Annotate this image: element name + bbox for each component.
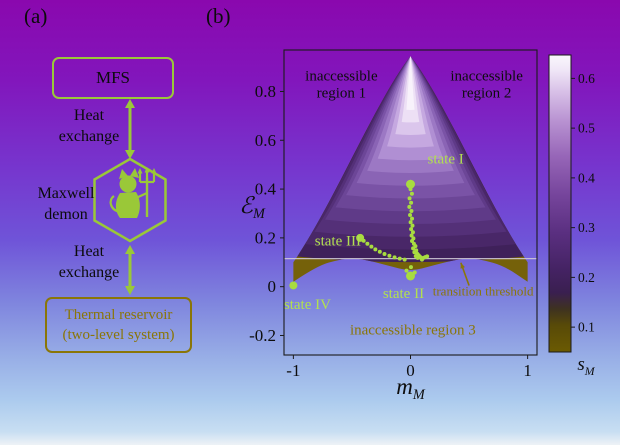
- threshold-arrow: [460, 262, 470, 286]
- maxwell-demon-label: Maxwell demon: [37, 185, 95, 223]
- svg-text:0.8: 0.8: [255, 82, 276, 101]
- series-relaxation-trajectory: [407, 187, 430, 262]
- svg-text:1: 1: [523, 361, 532, 380]
- heat-arrow-top: [125, 99, 135, 159]
- series-state-iv: [289, 281, 298, 290]
- panel-b-label: (b): [206, 4, 231, 28]
- svg-text:0.5: 0.5: [578, 121, 595, 136]
- colorbar-label: sM: [577, 354, 595, 378]
- svg-text:0.4: 0.4: [578, 170, 595, 185]
- series-state-iii-trail: [361, 238, 407, 262]
- series-state-i: [406, 179, 415, 189]
- svg-text:0.6: 0.6: [578, 71, 595, 86]
- colorbar: [548, 54, 572, 353]
- x-axis-label: mM: [396, 374, 426, 403]
- axis-ticks: -1 0 1 -0.2 0 0.2 0.4 0.6 0.8: [249, 82, 532, 380]
- reservoir-label-line1: Thermal reservoir: [64, 306, 173, 323]
- panel-a-label: (a): [24, 4, 48, 28]
- svg-text:region 1: region 1: [317, 86, 367, 102]
- svg-text:state III: state III: [315, 233, 361, 249]
- svg-text:-0.2: -0.2: [249, 326, 276, 345]
- svg-text:0: 0: [406, 361, 415, 380]
- svg-text:-1: -1: [286, 361, 300, 380]
- svg-text:0.1: 0.1: [578, 320, 595, 335]
- svg-text:0.6: 0.6: [255, 131, 276, 150]
- colorbar-ticks: 0.1 0.2 0.3 0.4 0.5 0.6: [571, 71, 595, 335]
- svg-text:inaccessible region 3: inaccessible region 3: [350, 322, 476, 338]
- svg-text:inaccessible: inaccessible: [450, 69, 523, 85]
- svg-text:inaccessible: inaccessible: [305, 69, 378, 85]
- svg-text:0.2: 0.2: [255, 228, 276, 247]
- series-state-ii: [406, 271, 415, 281]
- svg-text:0: 0: [268, 277, 277, 296]
- demon-hexagon: [93, 157, 167, 243]
- svg-text:state II: state II: [383, 286, 424, 302]
- svg-text:transition threshold: transition threshold: [433, 283, 534, 298]
- maxwell-demon-icon: [109, 167, 157, 218]
- svg-text:0.4: 0.4: [255, 180, 277, 199]
- heat-exchange-bottom-label: Heat exchange: [58, 243, 120, 281]
- series-state-ii-cluster: [404, 265, 417, 275]
- svg-text:state IV: state IV: [284, 297, 331, 313]
- reservoir-label-line2: (two-level system): [62, 327, 175, 343]
- heat-arrow-bottom: [125, 245, 135, 295]
- y-axis-label: ℰM: [239, 193, 266, 222]
- svg-text:state I: state I: [428, 152, 464, 168]
- mfs-label: MFS: [95, 68, 131, 87]
- panel-a-graphics: [93, 99, 167, 295]
- thermal-reservoir-box: Thermal reservoir (two-level system): [45, 297, 192, 353]
- scatter-series: [289, 179, 430, 290]
- svg-text:0.3: 0.3: [578, 220, 595, 235]
- svg-text:region 2: region 2: [462, 86, 512, 102]
- heat-exchange-top-label: Heat exchange: [58, 107, 120, 145]
- mfs-box: MFS: [52, 57, 174, 99]
- entropy-contour-bands: [293, 56, 528, 263]
- svg-text:0.2: 0.2: [578, 270, 595, 285]
